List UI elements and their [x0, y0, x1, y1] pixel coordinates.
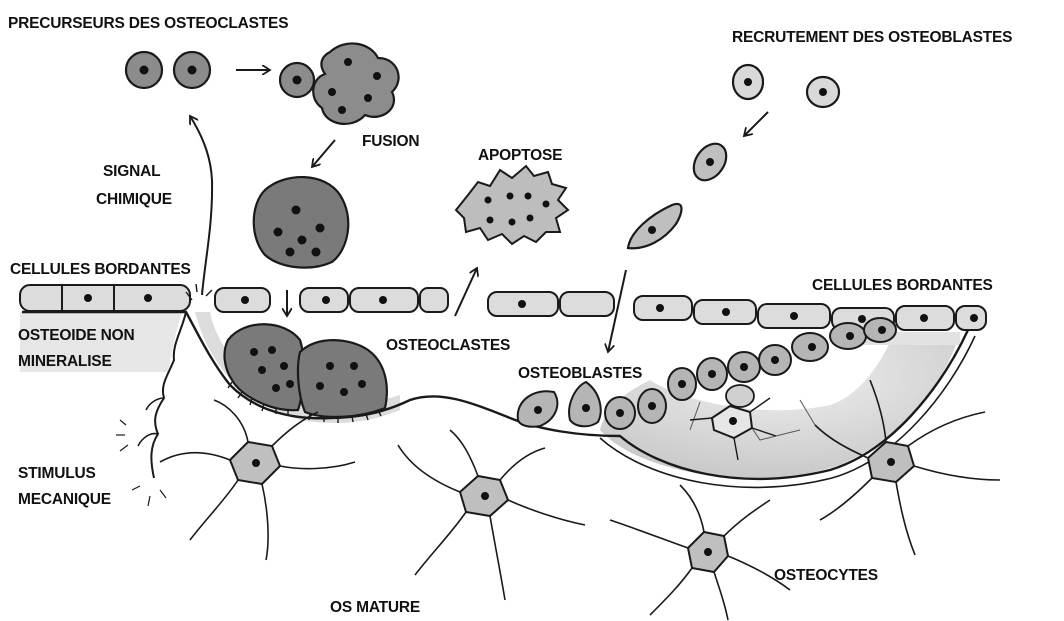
- label-signal-line2: CHIMIQUE: [96, 191, 172, 208]
- lining-cells-left: [20, 285, 190, 311]
- active-osteoclasts: [225, 324, 387, 423]
- osteoblast-precursors: [628, 65, 839, 248]
- label-osteocytes: OSTEOCYTES: [774, 567, 878, 584]
- chemical-signal-arrow: [190, 116, 212, 295]
- label-fusion: FUSION: [362, 133, 419, 150]
- label-lining-cells-right: CELLULES BORDANTES: [812, 277, 993, 294]
- multinucleated-osteoclast: [254, 177, 349, 268]
- osteoclast-precursor-cells: [126, 52, 314, 97]
- label-mature-bone: OS MATURE: [330, 599, 420, 616]
- label-osteoblasts: OSTEOBLASTES: [518, 365, 642, 382]
- fusing-precursors: [313, 43, 398, 123]
- label-stimulus-line2: MECANIQUE: [18, 491, 111, 508]
- label-osteoclast-precursors: PRECURSEURS DES OSTEOCLASTES: [8, 15, 288, 32]
- label-lining-cells-left: CELLULES BORDANTES: [10, 261, 191, 278]
- label-osteoblast-recruitment: RECRUTEMENT DES OSTEOBLASTES: [732, 29, 1012, 46]
- label-stimulus-line1: STIMULUS: [18, 465, 96, 482]
- label-osteoclasts: OSTEOCLASTES: [386, 337, 510, 354]
- label-osteoid-line2: MINERALISE: [18, 353, 112, 370]
- apoptosis-arrow: [455, 268, 477, 316]
- label-osteoid-line1: OSTEOIDE NON: [18, 327, 134, 344]
- apoptotic-osteoclast: [456, 166, 568, 244]
- lining-cells-right: [488, 292, 986, 330]
- fusion-arrow: [312, 140, 335, 167]
- label-signal-line1: SIGNAL: [103, 163, 160, 180]
- label-apoptosis: APOPTOSE: [478, 147, 562, 164]
- lining-cells-middle: [215, 288, 448, 312]
